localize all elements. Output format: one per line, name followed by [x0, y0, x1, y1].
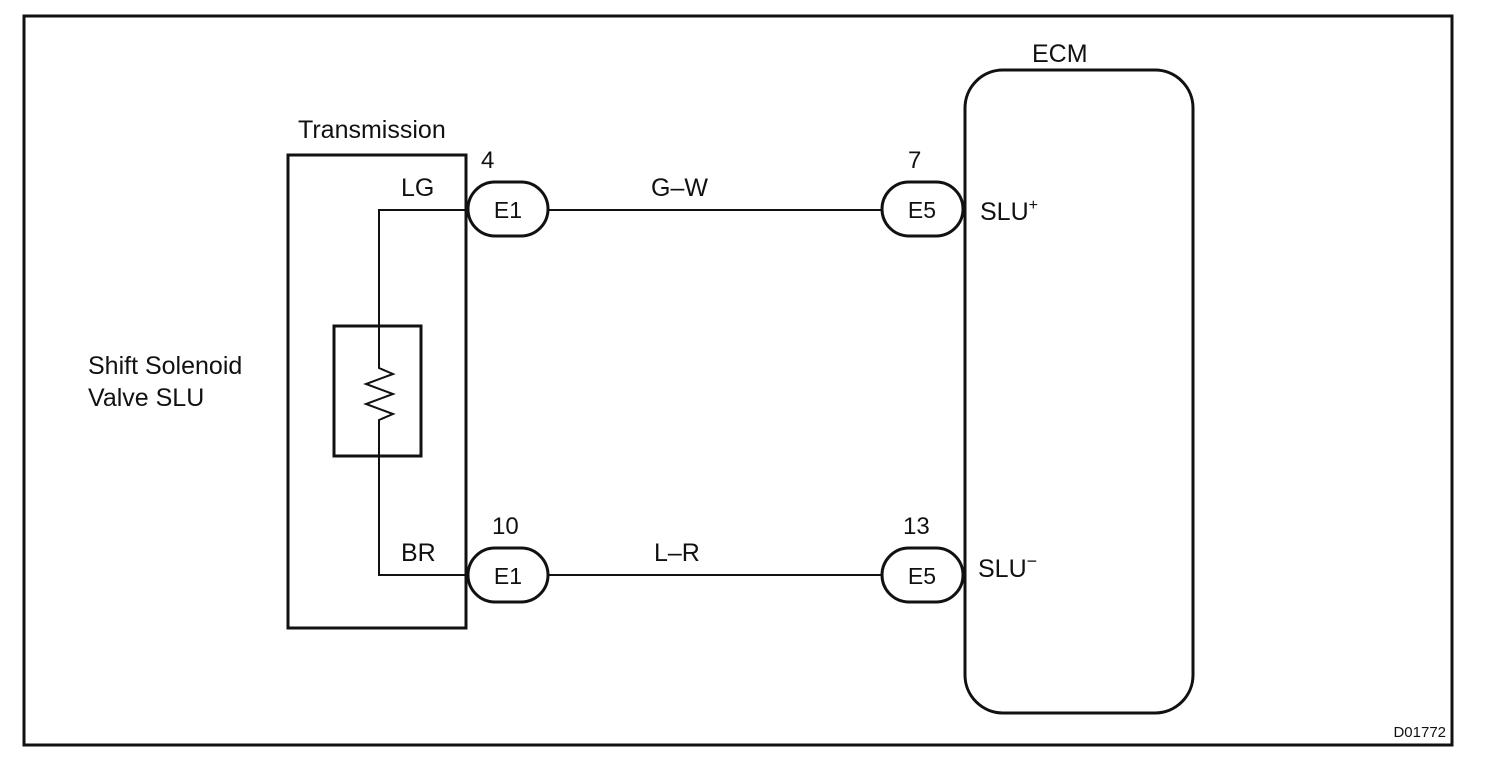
transmission-box	[286, 153, 468, 630]
diagram-frame	[22, 14, 1454, 747]
internal-wire-bottom	[378, 423, 466, 576]
ecm-terminal-bottom-sign: −	[1027, 551, 1038, 571]
ecm-terminal-top-name: SLU	[980, 198, 1029, 226]
connector-left-top-name: E1	[494, 197, 522, 223]
connector-left-bottom-name: E1	[494, 563, 522, 589]
ecm-label: ECM	[1032, 40, 1088, 68]
terminal-label-lg: LG	[401, 174, 434, 202]
ecm-terminal-bottom-name: SLU	[978, 555, 1027, 583]
connector-right-bottom-pin: 13	[903, 513, 930, 540]
solenoid-label-line2: Valve SLU	[88, 384, 204, 412]
connector-left-top	[466, 180, 550, 238]
solenoid-box	[332, 324, 423, 458]
terminal-label-br: BR	[401, 539, 436, 567]
ecm-box	[963, 68, 1195, 715]
resistor-symbol	[363, 356, 396, 432]
transmission-label: Transmission	[298, 116, 446, 144]
solenoid-label-line1: Shift Solenoid	[88, 352, 242, 380]
connector-left-top-pin: 4	[481, 147, 494, 174]
wire-color-label-top: G–W	[651, 174, 708, 202]
connector-right-top-pin: 7	[908, 147, 921, 174]
connector-right-top	[880, 180, 965, 238]
connector-left-bottom	[466, 546, 550, 604]
connector-right-bottom	[880, 546, 965, 604]
ecm-terminal-top-sign: +	[1029, 197, 1038, 214]
ecm-terminal-bottom: SLU−	[978, 551, 1037, 583]
figure-code: D01772	[1393, 724, 1446, 741]
ecm-terminal-top: SLU+	[980, 197, 1038, 226]
connector-right-top-name: E5	[908, 197, 936, 223]
connector-right-bottom-name: E5	[908, 563, 936, 589]
internal-wire-top	[378, 209, 466, 368]
wire-color-label-bottom: L–R	[654, 539, 700, 567]
connector-left-bottom-pin: 10	[492, 513, 519, 540]
